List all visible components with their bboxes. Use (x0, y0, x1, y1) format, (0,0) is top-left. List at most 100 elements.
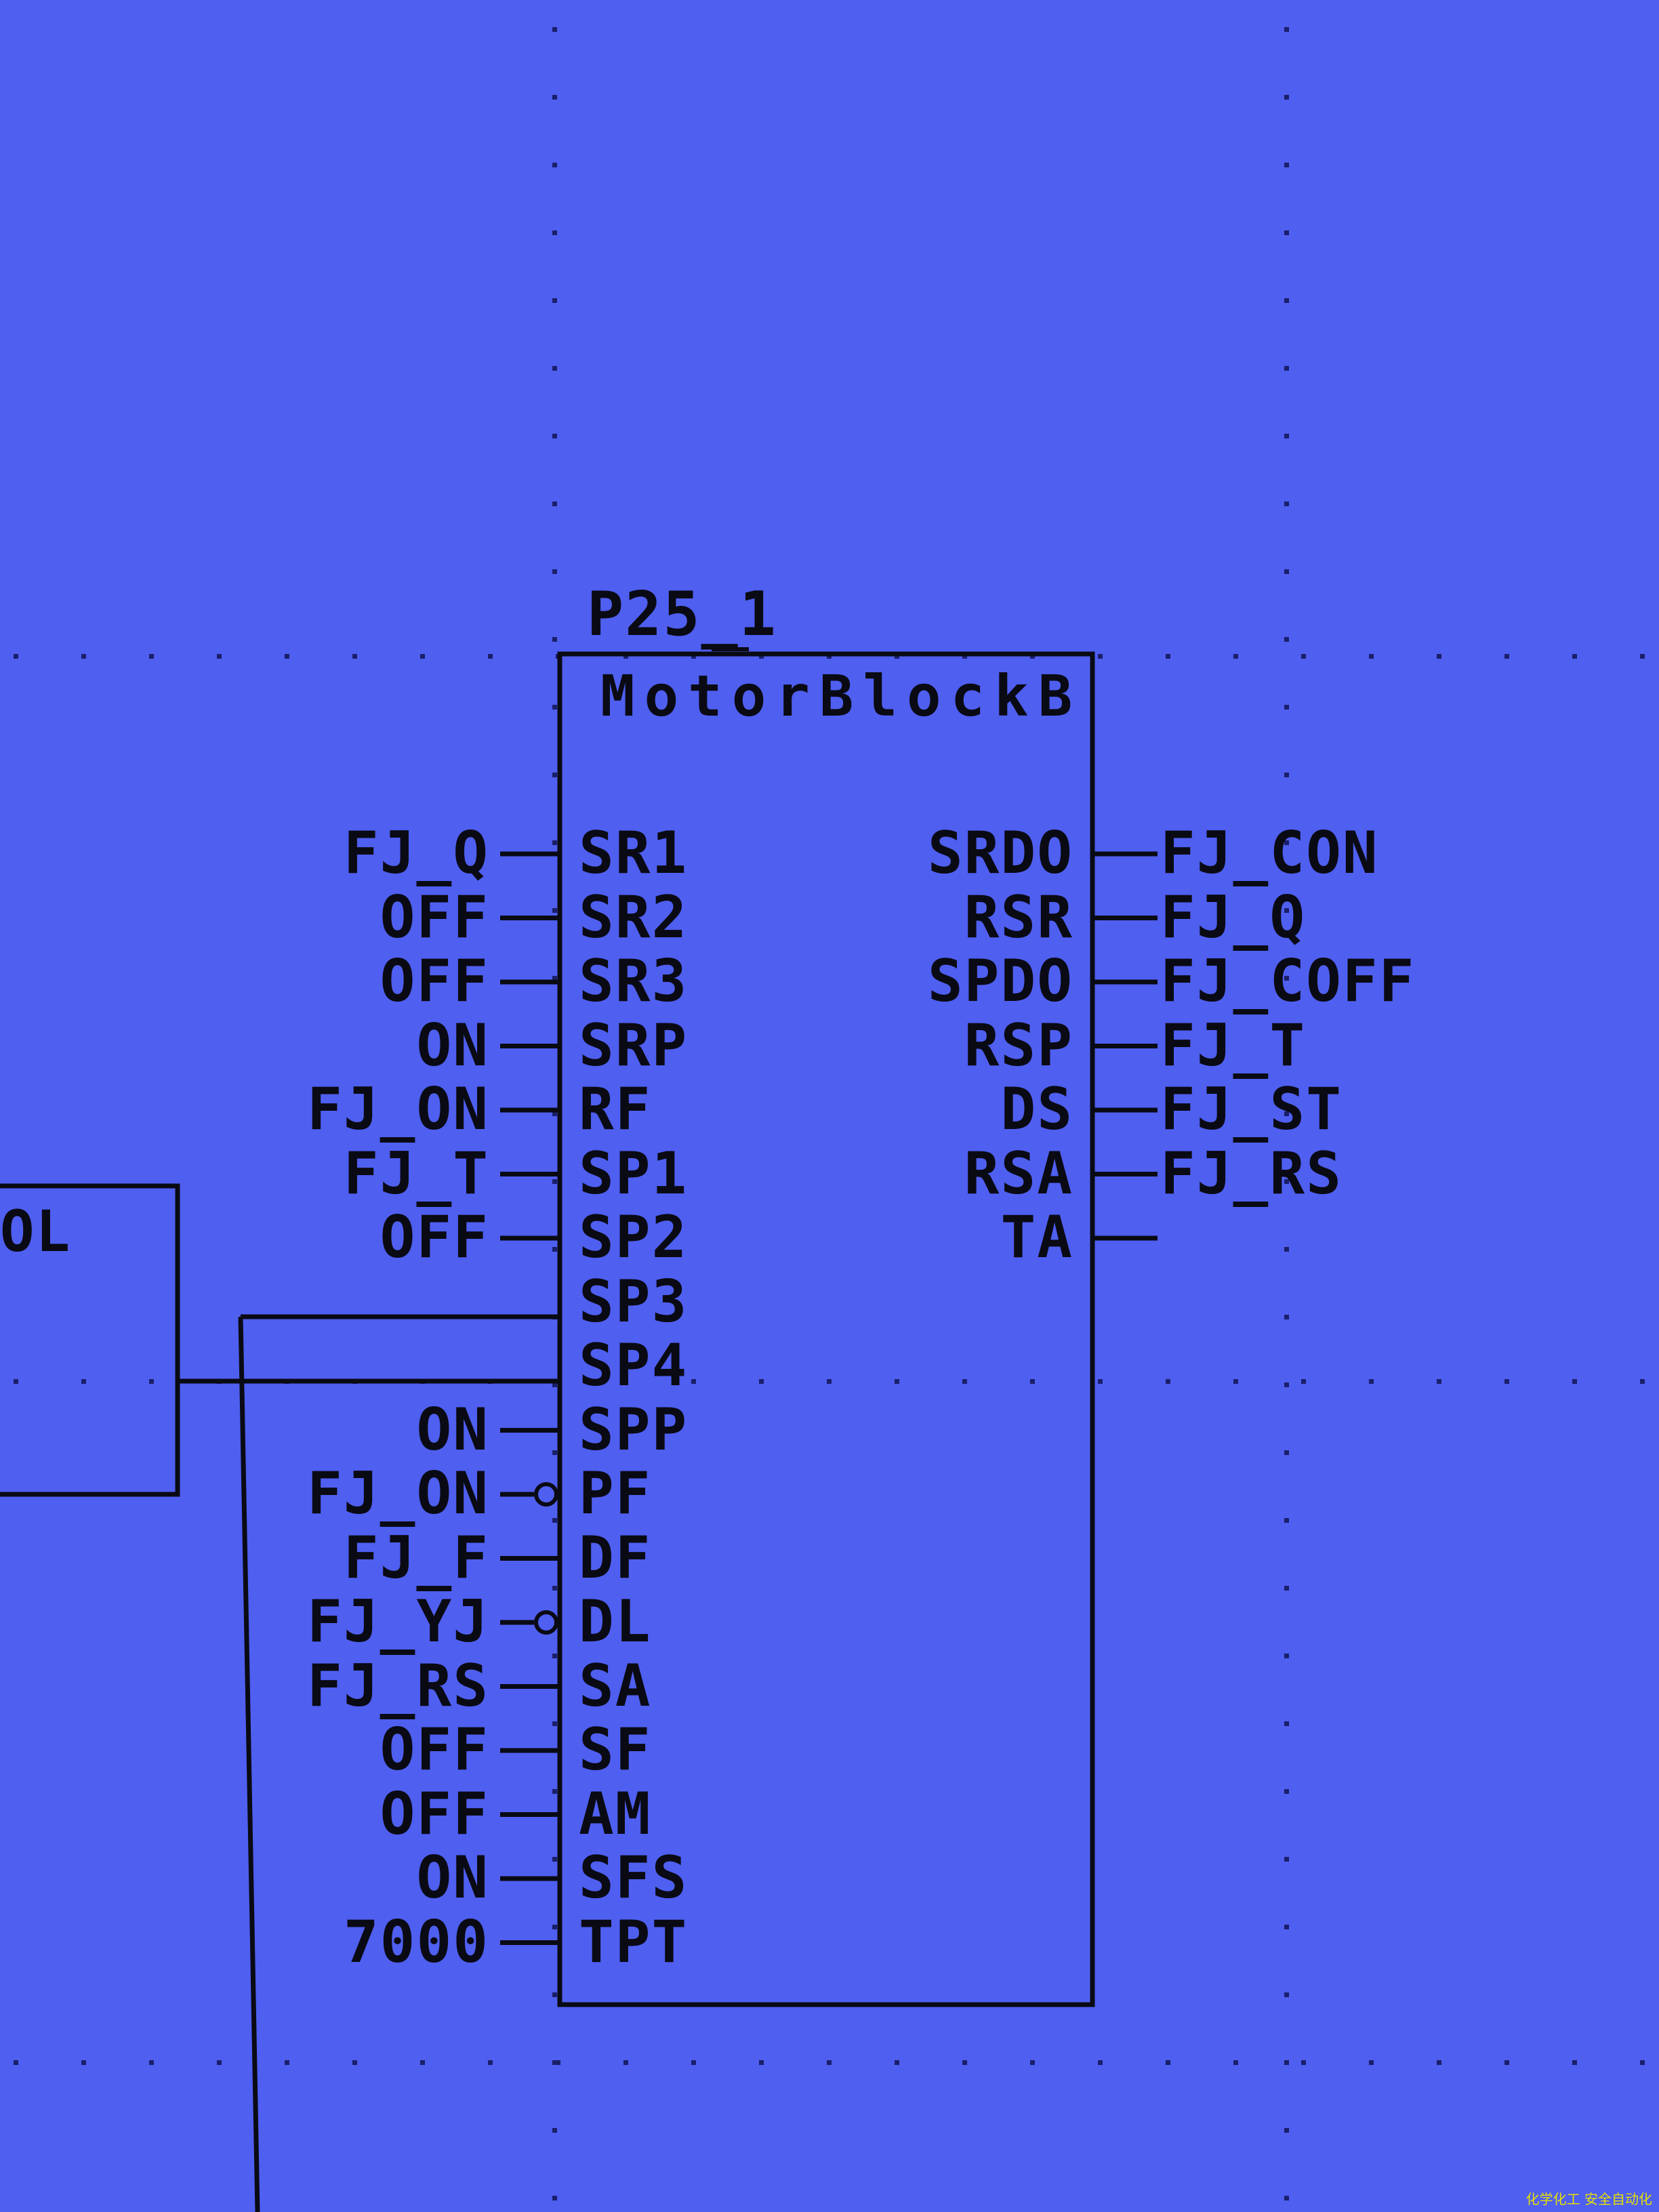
input-pin-sp2[interactable]: SP2 (579, 1204, 689, 1271)
grid-dot (552, 1518, 557, 1523)
grid-dot (1284, 840, 1289, 845)
grid-dot (552, 1925, 557, 1929)
grid-dot (1166, 2060, 1170, 2065)
input-source-sp1[interactable]: FJ_T (343, 1139, 489, 1208)
grid-dot (1284, 1654, 1289, 1658)
negation-circle-pf (534, 1482, 558, 1507)
grid-dot (1284, 1315, 1289, 1319)
grid-dot (691, 1379, 696, 1384)
input-pin-sa[interactable]: SA (579, 1652, 652, 1720)
input-pin-sp1[interactable]: SP1 (579, 1139, 689, 1208)
input-pin-spp[interactable]: SPP (579, 1395, 689, 1464)
grid-dot (552, 2128, 557, 2133)
input-source-pf[interactable]: FJ_ON (307, 1460, 489, 1528)
input-pin-am[interactable]: AM (579, 1780, 652, 1848)
grid-dot (552, 95, 557, 100)
input-pin-sp4[interactable]: SP4 (579, 1332, 689, 1399)
grid-dot (1284, 298, 1289, 303)
input-source-tpt[interactable]: 7000 (343, 1908, 489, 1976)
output-pin-ta[interactable]: TA (1000, 1204, 1073, 1271)
output-target-ds[interactable]: FJ_ST (1160, 1076, 1343, 1143)
input-source-am[interactable]: OFF (380, 1780, 489, 1848)
grid-dot (1284, 773, 1289, 777)
input-pin-srp[interactable]: SRP (579, 1011, 689, 1080)
grid-dot (552, 1654, 557, 1658)
input-pin-pf[interactable]: PF (579, 1460, 652, 1528)
input-pin-sf[interactable]: SF (579, 1716, 652, 1784)
output-target-spdo[interactable]: FJ_COFF (1160, 947, 1416, 1015)
grid-dot (285, 2060, 289, 2065)
output-target-rsr[interactable]: FJ_Q (1160, 883, 1307, 951)
grid-dot (623, 2060, 628, 2065)
input-pin-sr3[interactable]: SR3 (579, 947, 689, 1015)
grid-dot (149, 2060, 154, 2065)
input-source-dl[interactable]: FJ_YJ (307, 1588, 489, 1656)
output-target-srdo[interactable]: FJ_CON (1160, 819, 1379, 887)
input-source-sr2[interactable]: OFF (380, 883, 489, 951)
output-pin-srdo[interactable]: SRDO (927, 819, 1073, 887)
output-pin-rsa[interactable]: RSA (964, 1139, 1073, 1208)
grid-dot (552, 1789, 557, 1794)
grid-dot (552, 163, 557, 167)
grid-dot (552, 230, 557, 235)
input-pin-sr1[interactable]: SR1 (579, 819, 689, 887)
input-pin-df[interactable]: DF (579, 1523, 652, 1592)
input-pin-dl[interactable]: DL (579, 1588, 652, 1656)
grid-dot (1284, 1179, 1289, 1184)
input-source-srp[interactable]: ON (416, 1011, 489, 1080)
motor-block-frame[interactable] (557, 651, 1095, 2007)
grid-dot (1233, 654, 1238, 659)
input-source-sr1[interactable]: FJ_Q (343, 819, 489, 887)
grid-dot (552, 976, 557, 981)
input-pin-sr2[interactable]: SR2 (579, 883, 689, 951)
grid-dot (1098, 654, 1103, 659)
grid-dot (1284, 1450, 1289, 1455)
grid-dot (552, 1450, 557, 1455)
input-source-sp2[interactable]: OFF (380, 1204, 489, 1271)
watermark-text: 化学化工 安全自动化 (1525, 2191, 1652, 2207)
grid-dot (149, 654, 154, 659)
grid-dot (1301, 2060, 1306, 2065)
input-pin-sfs[interactable]: SFS (579, 1844, 689, 1912)
output-pin-spdo[interactable]: SPDO (927, 947, 1073, 1015)
grid-dot (1284, 434, 1289, 438)
output-target-rsa[interactable]: FJ_RS (1160, 1139, 1343, 1208)
grid-dot (1284, 637, 1289, 642)
left-block-frame[interactable] (0, 1183, 180, 1497)
grid-dot (1437, 1379, 1441, 1384)
grid-dot (217, 654, 222, 659)
grid-dot (1098, 2060, 1103, 2065)
block-type-name: MotorBlockB (600, 663, 1082, 729)
input-source-sf[interactable]: OFF (380, 1716, 489, 1784)
grid-dot (759, 2060, 764, 2065)
grid-dot (962, 1379, 967, 1384)
input-source-df[interactable]: FJ_F (343, 1523, 489, 1592)
input-source-sr3[interactable]: OFF (380, 947, 489, 1015)
input-pin-sp3[interactable]: SP3 (579, 1267, 689, 1336)
grid-dot (552, 1721, 557, 1726)
output-pin-ds[interactable]: DS (1000, 1076, 1073, 1143)
input-source-sfs[interactable]: ON (416, 1844, 489, 1912)
grid-dot (1572, 1379, 1577, 1384)
grid-dot (1284, 1721, 1289, 1726)
grid-dot (1098, 1379, 1103, 1384)
output-target-rsp[interactable]: FJ_T (1160, 1011, 1307, 1080)
input-source-sa[interactable]: FJ_RS (307, 1652, 489, 1720)
grid-dot (623, 1379, 628, 1384)
grid-dot (1284, 1586, 1289, 1591)
output-pin-rsp[interactable]: RSP (964, 1011, 1073, 1080)
grid-dot (1640, 2060, 1645, 2065)
input-pin-tpt[interactable]: TPT (579, 1908, 689, 1976)
output-pin-rsr[interactable]: RSR (964, 883, 1073, 951)
grid-dot (1284, 1111, 1289, 1116)
input-pin-rf[interactable]: RF (579, 1076, 652, 1143)
input-source-spp[interactable]: ON (416, 1395, 489, 1464)
input-source-rf[interactable]: FJ_ON (307, 1076, 489, 1143)
grid-dot (552, 908, 557, 913)
grid-dot (552, 840, 557, 845)
grid-dot (552, 501, 557, 506)
grid-dot (1166, 654, 1170, 659)
grid-dot (1504, 1379, 1509, 1384)
